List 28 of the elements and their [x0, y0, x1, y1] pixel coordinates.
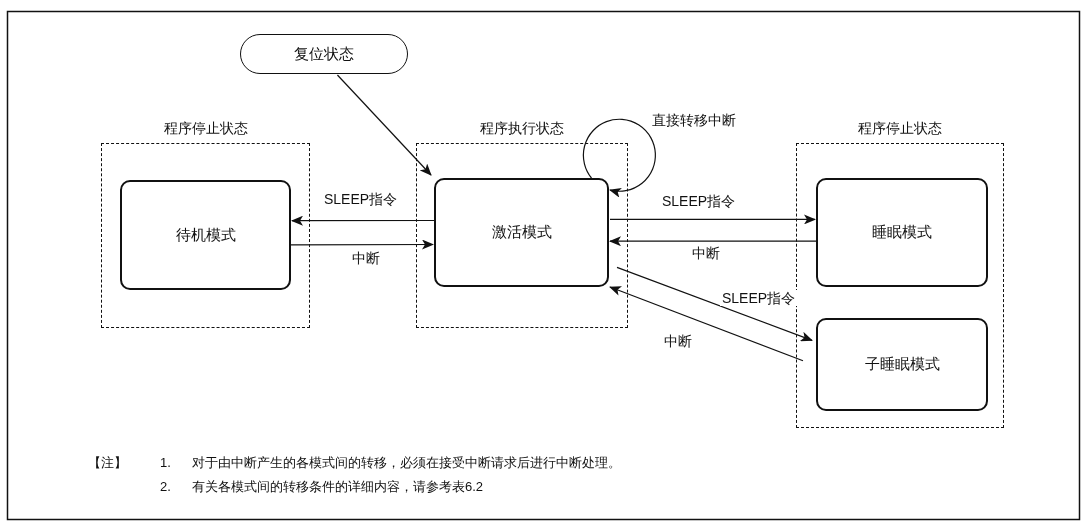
mode-box: 睡眠模式	[816, 178, 988, 287]
edge-label: 中断	[350, 250, 382, 266]
note-text: 【注】	[88, 455, 127, 471]
arrow	[609, 214, 816, 225]
arrow	[582, 118, 656, 198]
edge-label: 中断	[690, 245, 722, 261]
note-text: 1.	[160, 455, 171, 471]
group-heading: 程序停止状态	[857, 119, 943, 137]
arrow	[609, 236, 817, 247]
arrow	[336, 74, 432, 176]
edge-label: 中断	[662, 333, 694, 349]
group-heading: 程序停止状态	[162, 119, 249, 137]
arrow	[291, 215, 435, 226]
group-heading: 程序执行状态	[479, 119, 565, 137]
arrow	[616, 266, 813, 342]
note-text: 2.	[160, 479, 171, 495]
note-text: 对于由中断产生的各模式间的转移，必须在接受中断请求后进行中断处理。	[192, 455, 621, 471]
mode-box: 待机模式	[120, 180, 291, 290]
mode-box: 激活模式	[434, 178, 609, 287]
edge-label: SLEEP指令	[720, 290, 798, 306]
arrow	[290, 239, 434, 250]
edge-label: SLEEP指令	[322, 191, 400, 207]
note-text: 有关各模式间的转移条件的详细内容，请参考表6.2	[192, 479, 484, 495]
mode-box: 子睡眠模式	[816, 318, 988, 411]
state-pill: 复位状态	[240, 34, 408, 74]
arrow	[609, 286, 804, 362]
edge-label: 直接转移中断	[650, 112, 738, 128]
edge-label: SLEEP指令	[660, 193, 738, 209]
